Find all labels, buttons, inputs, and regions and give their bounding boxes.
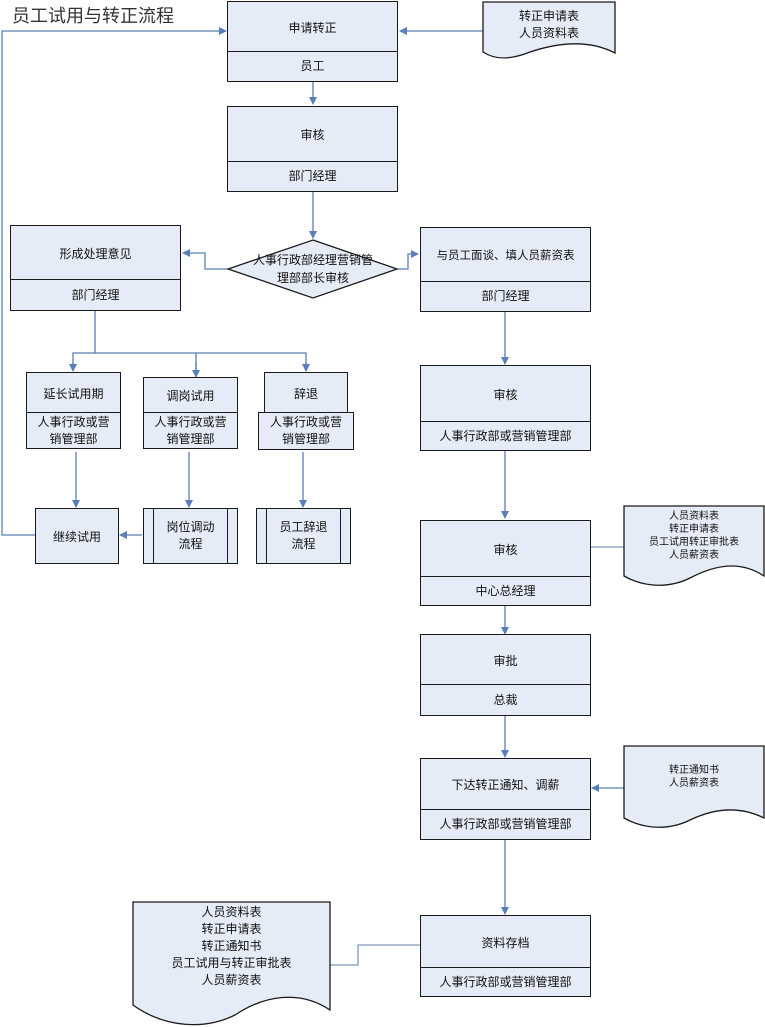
node-continue-main: 继续试用	[52, 529, 101, 544]
connector-opinion-branch	[72, 311, 307, 370]
doc-line: 转正申请表	[201, 922, 262, 936]
node-transfer-process-line2: 流程	[178, 537, 203, 551]
node-interview-main: 与员工面谈、填人员薪资表	[436, 248, 575, 262]
node-opinion: 形成处理意见 部门经理	[10, 225, 181, 311]
doc-line: 人员薪资表	[669, 778, 719, 789]
doc-apply-text: 转正申请表 人员资料表	[483, 8, 615, 42]
connector-continue-to-apply	[1, 27, 227, 536]
node-interview: 与员工面谈、填人员薪资表 部门经理	[420, 227, 591, 312]
node-review-hr-main: 审核	[493, 387, 518, 402]
connector-decision-to-opinion	[182, 249, 228, 270]
node-dismiss-main: 辞退	[293, 386, 318, 401]
node-transfer-main: 调岗试用	[166, 389, 215, 403]
node-review-dept: 审核 部门经理	[227, 106, 398, 192]
connector-decision-to-interview	[397, 250, 419, 270]
node-dismiss-owner: 人事行政或营 销管理部	[258, 412, 354, 450]
node-continue: 继续试用	[35, 508, 119, 564]
doc-line: 人员资料表	[201, 905, 262, 919]
node-notify-owner: 人事行政部或营销管理部	[421, 809, 590, 839]
node-review-dept-main: 审核	[300, 128, 325, 142]
node-review-hr: 审核 人事行政部或营销管理部	[420, 365, 591, 451]
node-dismiss: 辞退	[264, 372, 348, 414]
node-opinion-owner: 部门经理	[11, 279, 180, 310]
page-title: 员工试用与转正流程	[12, 6, 174, 27]
doc-line: 人员资料表	[518, 26, 579, 40]
node-apply-owner: 员工	[228, 51, 397, 81]
doc-line: 员工试用转正审批表	[649, 537, 739, 548]
document-shape-notify	[623, 745, 765, 828]
doc-archive-text: 人员资料表 转正申请表 转正通知书 员工试用与转正审批表 人员薪资表	[133, 904, 330, 989]
node-archive-owner: 人事行政部或营销管理部	[421, 967, 590, 996]
doc-line: 员工试用与转正审批表	[171, 956, 292, 970]
doc-line: 转正通知书	[201, 939, 262, 953]
node-transfer-process-line1: 岗位调动	[166, 520, 215, 534]
decision-line1: 人事行政部经理营销管	[252, 253, 373, 267]
node-review-dept-owner: 部门经理	[228, 161, 397, 191]
node-dismiss-process-line1: 员工辞退	[279, 520, 328, 534]
connector-archive-to-doc	[330, 944, 420, 966]
node-apply: 申请转正 员工	[227, 1, 398, 82]
node-archive: 资料存档 人事行政部或营销管理部	[420, 915, 591, 997]
node-extend: 延长试用期 人事行政或营 销管理部	[26, 372, 121, 449]
doc-notify-text: 转正通知书 人员薪资表	[624, 764, 764, 790]
document-shape-apply	[482, 1, 616, 59]
decision-text: 人事行政部经理营销管 理部部长审核	[240, 251, 386, 287]
node-review-gm: 审核 中心总经理	[420, 520, 591, 606]
node-notify: 下达转正通知、调薪 人事行政部或营销管理部	[420, 758, 591, 840]
node-approve-main: 审批	[493, 653, 518, 668]
node-notify-main: 下达转正通知、调薪	[451, 778, 560, 792]
node-dismiss-owner-line1: 人事行政或营	[269, 415, 342, 429]
node-approve: 审批 总裁	[420, 634, 591, 716]
node-extend-main: 延长试用期	[43, 386, 104, 401]
doc-line: 人员资料表	[669, 511, 719, 522]
node-transfer-owner-line2: 销管理部	[166, 431, 215, 446]
doc-line: 人员薪资表	[669, 550, 719, 561]
decision-diamond	[225, 239, 399, 299]
node-opinion-main: 形成处理意见	[59, 246, 132, 261]
node-dismiss-process: 员工辞退 流程	[256, 508, 351, 564]
node-review-gm-main: 审核	[493, 542, 518, 557]
doc-gm-text: 人员资料表 转正申请表 员工试用转正审批表 人员薪资表	[624, 510, 764, 562]
node-transfer-process: 岗位调动 流程	[143, 508, 238, 564]
node-dismiss-process-line2: 流程	[291, 537, 316, 551]
node-transfer: 调岗试用 人事行政或营 销管理部	[143, 377, 238, 449]
node-apply-main: 申请转正	[288, 20, 337, 35]
node-transfer-owner-line1: 人事行政或营	[154, 414, 227, 429]
doc-line: 转正申请表	[518, 9, 579, 23]
node-dismiss-owner-line2: 销管理部	[281, 432, 330, 446]
doc-line: 转正申请表	[669, 524, 719, 535]
node-review-gm-owner: 中心总经理	[421, 576, 590, 605]
document-shape-gm	[623, 505, 765, 586]
node-extend-owner-line2: 销管理部	[49, 431, 98, 446]
decision-line2: 理部部长审核	[276, 271, 349, 285]
doc-line: 人员薪资表	[201, 973, 262, 987]
doc-line: 转正通知书	[669, 765, 719, 776]
node-review-hr-owner: 人事行政部或营销管理部	[421, 421, 590, 450]
node-interview-owner: 部门经理	[421, 281, 590, 311]
document-shape-archive	[132, 901, 331, 1026]
node-extend-owner-line1: 人事行政或营	[37, 414, 110, 429]
node-archive-main: 资料存档	[481, 935, 530, 950]
node-approve-owner: 总裁	[421, 684, 590, 715]
